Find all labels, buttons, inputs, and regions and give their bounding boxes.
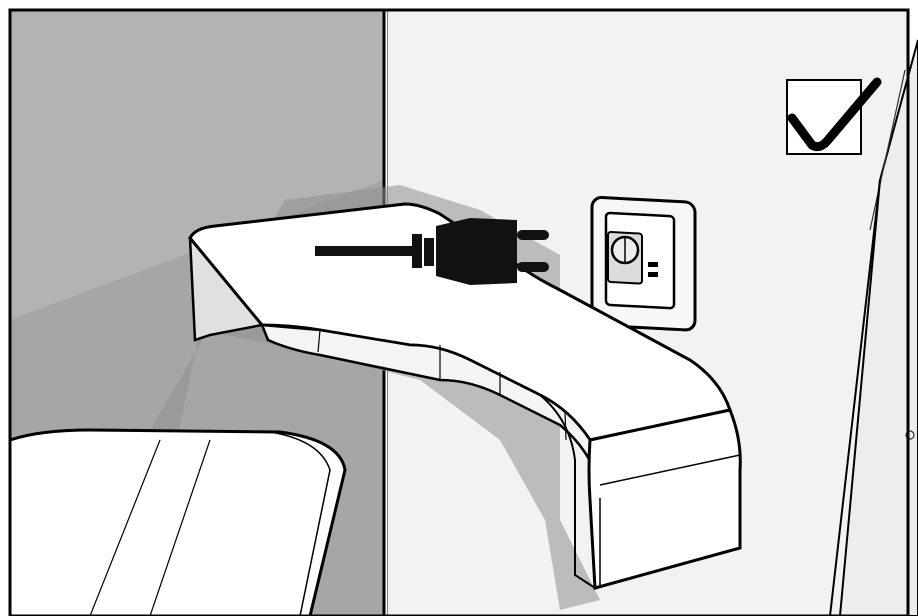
- armrest-object: [10, 430, 345, 616]
- wall-outlet: [592, 197, 695, 330]
